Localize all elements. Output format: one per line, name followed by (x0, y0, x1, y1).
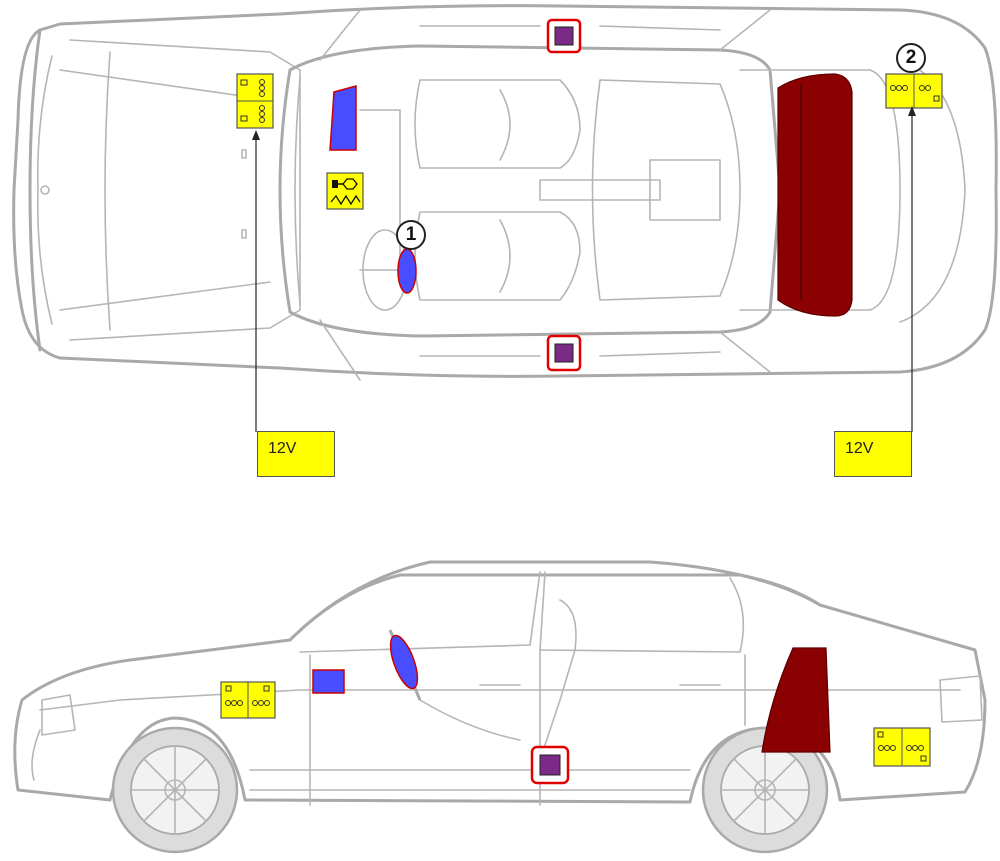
badge-1: 1 (396, 220, 426, 250)
battery-icon (885, 73, 943, 109)
airbag-icon (397, 248, 417, 294)
battery-icon (220, 681, 276, 719)
battery-icon (236, 73, 274, 129)
car-side-view (13, 560, 987, 854)
crash-sensor-icon (530, 745, 570, 785)
arrow-up-icon (252, 130, 260, 140)
voltage-label-left: 12V (257, 431, 335, 477)
crash-sensor-icon (546, 334, 582, 372)
seatbelt-pretensioner-icon (326, 172, 364, 210)
battery-icon (873, 727, 931, 767)
airbag-icon (329, 85, 357, 151)
airbag-icon (389, 634, 419, 690)
rear-window-icon (761, 647, 831, 753)
badge-2: 2 (896, 43, 926, 73)
crash-sensor-icon (546, 18, 582, 54)
rear-window-icon (777, 73, 853, 317)
airbag-icon (312, 669, 345, 694)
arrow-up-icon (908, 106, 916, 116)
voltage-label-right: 12V (834, 431, 912, 477)
